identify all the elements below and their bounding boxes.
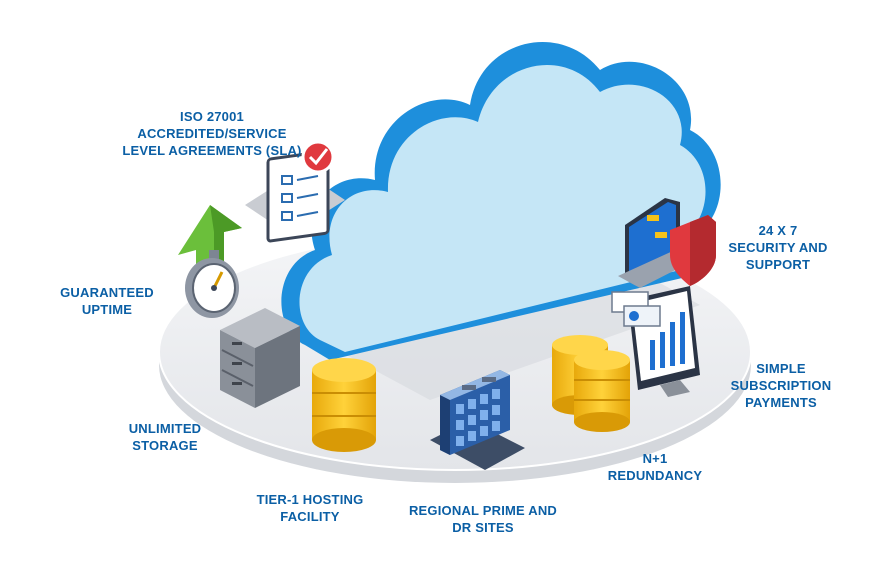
label-iso-line-3: LEVEL AGREEMENTS (SLA) xyxy=(122,143,302,158)
cloud-icon xyxy=(281,41,721,360)
label-security: 24 X 7 SECURITY AND SUPPORT xyxy=(722,222,834,273)
label-regional-line-2: DR SITES xyxy=(452,520,514,535)
label-uptime-line-2: UPTIME xyxy=(81,302,133,317)
label-security-line-1: 24 X 7 xyxy=(758,223,798,238)
label-tier1-line-1: TIER-1 HOSTING xyxy=(256,492,364,507)
label-storage: UNLIMITED STORAGE xyxy=(110,420,220,454)
label-iso-line-1: ISO 27001 xyxy=(180,109,244,124)
label-tier1: TIER-1 HOSTING FACILITY xyxy=(245,491,375,525)
laptop-shield-icon xyxy=(618,198,716,288)
label-redundancy-line-2: REDUNDANCY xyxy=(607,468,703,483)
monitor-chart-payment-icon xyxy=(611,286,700,397)
label-payments-line-3: PAYMENTS xyxy=(745,395,817,410)
label-iso-line-2: ACCREDITED/SERVICE xyxy=(137,126,287,141)
label-regional-line-1: REGIONAL PRIME AND xyxy=(408,503,558,518)
label-iso: ISO 27001 ACCREDITED/SERVICE LEVEL AGREE… xyxy=(112,108,312,159)
data-center-building-icon xyxy=(430,370,525,470)
label-regional: REGIONAL PRIME AND DR SITES xyxy=(393,502,573,536)
label-tier1-line-2: FACILITY xyxy=(280,509,340,524)
double-coin-stack-icon xyxy=(552,335,630,432)
label-redundancy: N+1 REDUNDANCY xyxy=(600,450,710,484)
server-cabinet-icon xyxy=(220,308,300,408)
label-redundancy-line-1: N+1 xyxy=(642,451,668,466)
label-uptime: GUARANTEED UPTIME xyxy=(52,284,162,318)
label-storage-line-2: STORAGE xyxy=(132,438,198,453)
checklist-clipboard-icon xyxy=(245,140,345,243)
gold-coin-stack-icon xyxy=(312,358,376,452)
label-uptime-line-1: GUARANTEED xyxy=(60,285,154,300)
label-payments-line-2: SUBSCRIPTION xyxy=(730,378,832,393)
stopwatch-arrow-icon xyxy=(178,205,242,318)
label-payments: SIMPLE SUBSCRIPTION PAYMENTS xyxy=(722,360,840,411)
label-storage-line-1: UNLIMITED xyxy=(128,421,202,436)
label-payments-line-1: SIMPLE xyxy=(756,361,806,376)
label-security-line-3: SUPPORT xyxy=(745,257,811,272)
label-security-line-2: SECURITY AND xyxy=(728,240,828,255)
